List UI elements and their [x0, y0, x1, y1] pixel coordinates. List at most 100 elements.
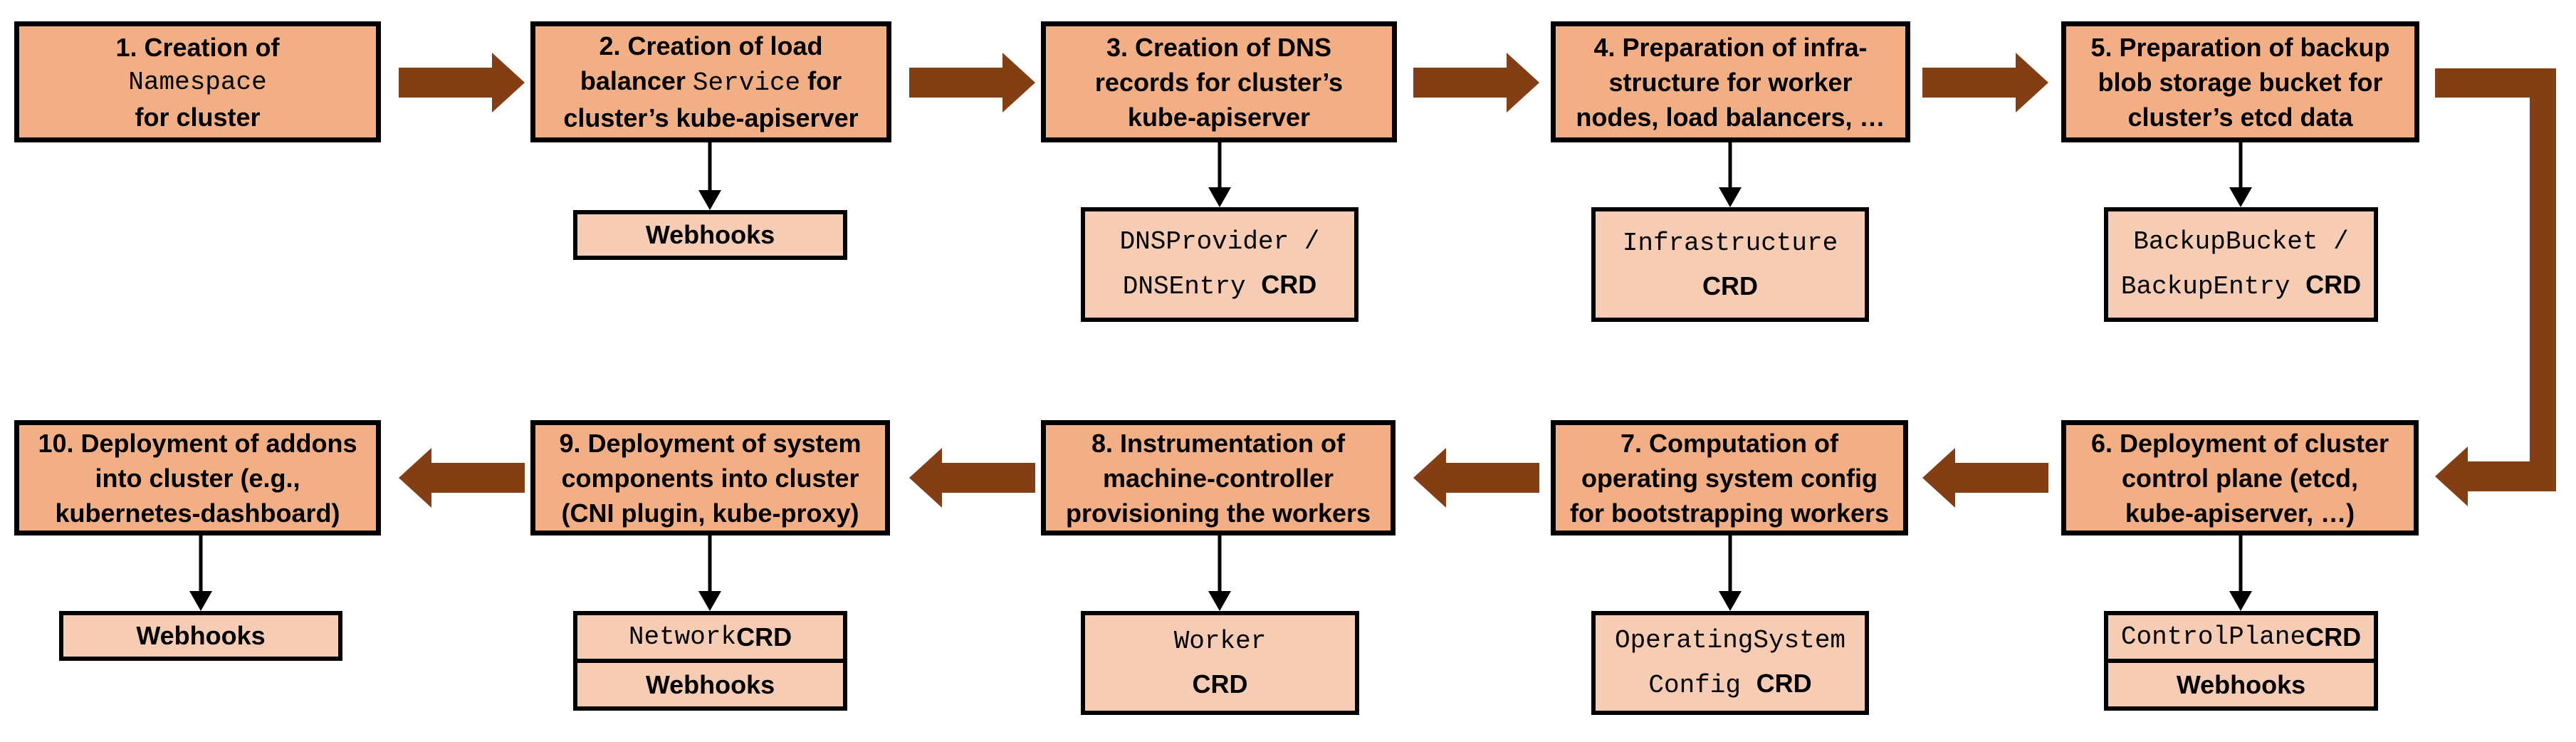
step-7-line-2: operating system config — [1581, 463, 1878, 493]
step-7-line-1: 7. Computation of — [1621, 428, 1838, 458]
connector-line — [708, 142, 712, 192]
step-6-line-2: control plane (etcd, — [2121, 463, 2359, 493]
step-4-line-1: 4. Preparation of infra- — [1593, 32, 1868, 62]
step-9-artifact-stack: Network CRD Webhooks — [573, 611, 847, 711]
step-5-crd-suffix: CRD — [2305, 270, 2362, 299]
step-1-line-3: for cluster — [135, 102, 261, 132]
step-6-webhooks-label: Webhooks — [2176, 669, 2306, 699]
arrow-body — [909, 68, 1004, 98]
arrow-body — [2464, 461, 2556, 491]
arrow-right-icon — [1002, 53, 1035, 113]
step-6-crd-box: ControlPlane CRD — [2108, 615, 2374, 659]
flow-arrow-step9-to-step10 — [399, 448, 525, 508]
step-3-line-3: kube-apiserver — [1127, 102, 1311, 132]
step-4-crd-line-1: Infrastructure — [1622, 228, 1838, 258]
arrow-left-icon — [2435, 446, 2468, 506]
flow-arrow-step7-to-step8 — [1413, 448, 1539, 508]
flow-arrow-step3-to-step4 — [1413, 53, 1539, 113]
step-1-line-2: Namespace — [128, 67, 267, 97]
step-5-crd-resource: BackupEntry — [2120, 272, 2306, 301]
step-9-crd-box: Network CRD — [577, 615, 843, 659]
step-3-crd-line-2: DNSEntry CRD — [1123, 263, 1316, 308]
step-2-line-2: balancer Service for — [580, 63, 842, 100]
step-8-crd-suffix: CRD — [1192, 669, 1248, 699]
flow-arrow-step8-to-step9 — [909, 448, 1035, 508]
connector-step8-to-crd — [1208, 535, 1231, 611]
step-6-crd-resource: ControlPlane — [2120, 622, 2306, 652]
step-2-line-2-post: for — [800, 66, 842, 95]
arrow-down-icon — [1208, 187, 1231, 207]
connector-step6-to-crd — [2229, 535, 2252, 611]
step-4-line-3: nodes, load balancers, … — [1576, 102, 1885, 132]
step-5-crd-line-1: BackupBucket / — [2133, 227, 2349, 256]
connector-line — [1218, 142, 1222, 189]
connector-line — [1728, 535, 1732, 592]
step-4-line-2: structure for worker — [1608, 67, 1853, 97]
step-7-line-3: for bootstrapping workers — [1569, 498, 1890, 528]
step-3-line-1: 3. Creation of DNS — [1106, 32, 1332, 62]
step-7-crd-line-2: Config CRD — [1648, 662, 1811, 707]
arrow-body — [941, 463, 1035, 493]
step-10-box: 10. Deployment of addons into cluster (e… — [14, 420, 381, 535]
step-2-webhooks-label: Webhooks — [645, 220, 775, 249]
connector-line — [2239, 535, 2243, 592]
step-2-line-2-code: Service — [692, 68, 801, 98]
step-2-line-2-pre: balancer — [580, 66, 693, 95]
step-8-crd-line-1: Worker — [1173, 627, 1267, 656]
step-5-line-1: 5. Preparation of backup — [2090, 32, 2390, 62]
step-10-webhooks-label: Webhooks — [136, 621, 266, 650]
connector-step10-to-webhooks — [189, 535, 212, 611]
step-3-line-2: records for cluster’s — [1094, 67, 1344, 97]
step-10-line-2: into cluster (e.g., — [95, 463, 300, 493]
step-2-box: 2. Creation of load balancer Service for… — [530, 21, 891, 142]
step-3-crd-line-1: DNSProvider / — [1119, 227, 1320, 256]
step-7-crd-line-1: OperatingSystem — [1614, 625, 1846, 655]
step-2-line-1: 2. Creation of load — [599, 31, 823, 61]
step-9-line-1: 9. Deployment of system — [559, 428, 862, 458]
step-6-line-3: kube-apiserver, …) — [2125, 498, 2355, 528]
step-4-box: 4. Preparation of infra- structure for w… — [1551, 21, 1910, 142]
arrow-down-icon — [698, 591, 721, 611]
step-6-box: 6. Deployment of cluster control plane (… — [2061, 420, 2419, 535]
step-10-line-3: kubernetes-dashboard) — [55, 498, 340, 528]
step-1-box: 1. Creation of Namespace for cluster — [14, 21, 381, 142]
step-5-crd-line-2: BackupEntry CRD — [2121, 263, 2361, 308]
arrow-left-icon — [1922, 448, 1955, 508]
flow-arrow-step4-to-step5 — [1922, 53, 2048, 113]
step-3-crd-resource: DNSEntry — [1122, 272, 1262, 301]
arrow-body — [430, 463, 525, 493]
step-9-line-3: (CNI plugin, kube-proxy) — [561, 498, 859, 528]
step-3-box: 3. Creation of DNS records for cluster’s… — [1041, 21, 1397, 142]
step-7-box: 7. Computation of operating system confi… — [1551, 420, 1908, 535]
connector-line — [1218, 535, 1222, 592]
connector-line — [2239, 142, 2243, 189]
step-3-crd-suffix: CRD — [1261, 270, 1317, 299]
arrow-down-icon — [1719, 187, 1742, 207]
step-6-line-1: 6. Deployment of cluster — [2090, 428, 2389, 458]
step-9-webhooks-label: Webhooks — [645, 669, 775, 699]
arrow-left-icon — [909, 448, 942, 508]
step-7-crd-resource: Config — [1648, 670, 1756, 700]
step-9-crd-suffix: CRD — [736, 622, 792, 652]
flow-arrow-step1-to-step2 — [399, 53, 525, 113]
step-8-crd-box: Worker CRD — [1081, 611, 1359, 715]
arrow-down-icon — [1208, 591, 1231, 611]
arrow-body — [1445, 463, 1539, 493]
step-8-line-1: 8. Instrumentation of — [1091, 428, 1345, 458]
connector-step7-to-crd — [1719, 535, 1742, 611]
arrow-down-icon — [2229, 187, 2252, 207]
step-8-line-2: machine-controller — [1102, 463, 1334, 493]
step-5-crd-box: BackupBucket / BackupEntry CRD — [2104, 207, 2378, 322]
arrow-down-icon — [1719, 591, 1742, 611]
step-2-line-3: cluster’s kube-apiserver — [563, 103, 859, 132]
connector-line — [708, 535, 712, 592]
arrow-down-icon — [2229, 591, 2252, 611]
connector-step4-to-crd — [1719, 142, 1742, 207]
step-5-line-2: blob storage bucket for — [2098, 67, 2383, 97]
arrow-body — [1922, 68, 2017, 98]
step-8-line-3: provisioning the workers — [1065, 498, 1371, 528]
step-7-crd-box: OperatingSystem Config CRD — [1591, 611, 1869, 715]
arrow-body — [1413, 68, 1508, 98]
step-9-line-2: components into cluster — [561, 463, 859, 493]
arrow-body — [2530, 68, 2556, 491]
